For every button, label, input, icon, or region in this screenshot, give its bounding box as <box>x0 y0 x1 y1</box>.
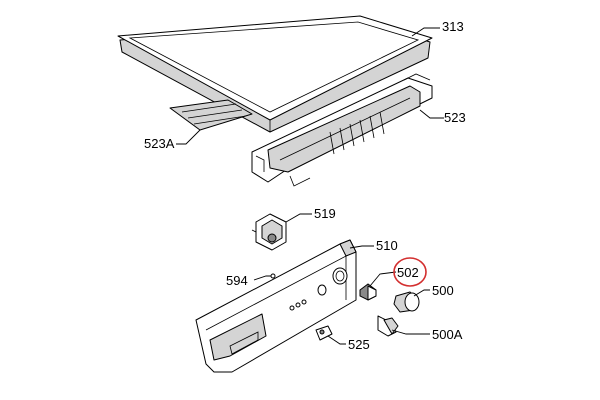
label-525: 525 <box>348 337 370 352</box>
part-313-top-lid <box>117 15 433 133</box>
label-594: 594 <box>226 273 248 288</box>
label-500: 500 <box>432 283 454 298</box>
leader-lines <box>176 27 444 345</box>
part-510-control-panel <box>195 239 357 373</box>
label-523: 523 <box>444 110 466 125</box>
highlight-circle-502 <box>393 257 427 287</box>
part-523-rear-panel <box>251 73 433 187</box>
label-519: 519 <box>314 206 336 221</box>
label-510: 510 <box>376 238 398 253</box>
part-525-pin <box>315 325 333 341</box>
label-523a: 523A <box>144 136 175 151</box>
part-523a-flap <box>169 99 253 131</box>
vent-slots <box>329 111 385 155</box>
part-500a-shaft <box>377 315 399 337</box>
part-500-knob <box>393 291 420 313</box>
part-519-bracket <box>251 213 287 251</box>
label-500a: 500A <box>432 327 463 342</box>
part-594-screw <box>270 273 276 279</box>
label-502: 502 <box>397 265 419 280</box>
part-502-spindle <box>359 283 377 301</box>
label-313: 313 <box>442 19 464 34</box>
